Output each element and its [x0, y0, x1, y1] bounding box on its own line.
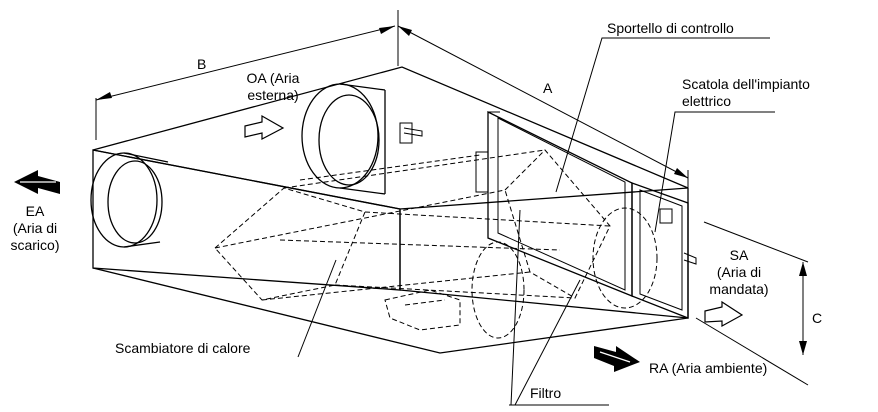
oa-arrow-icon	[244, 114, 285, 140]
heat-exchanger-hidden	[214, 149, 658, 339]
dim-c-label: C	[812, 310, 823, 326]
inspection-door	[475, 110, 633, 297]
mounting-bracket	[399, 122, 423, 144]
ea-label-line3: scarico)	[10, 237, 60, 253]
ea-label-line2: (Aria di	[12, 220, 58, 236]
scambiatore-label: Scambiatore di calore	[115, 340, 251, 356]
leader-lines	[297, 37, 775, 406]
ea-arrow-icon	[14, 170, 60, 194]
ea-label-line1: EA	[25, 203, 45, 219]
scatola-label: Scatola dell'impianto elettrico	[682, 76, 810, 110]
dimension-c	[695, 221, 809, 386]
dimension-b	[95, 10, 399, 140]
sportello-label: Sportello di controllo	[607, 20, 734, 36]
oa-duct	[301, 83, 386, 195]
scatola-label-line2: elettrico	[682, 93, 732, 109]
oa-label-line1: OA (Aria	[246, 70, 300, 86]
dim-a-label: A	[543, 80, 553, 96]
ea-duct	[90, 152, 169, 248]
ra-label: RA (Aria ambiente)	[649, 360, 768, 376]
dimension-a	[397, 25, 689, 188]
dim-b-label: B	[197, 56, 207, 72]
sa-arrow-icon	[704, 300, 744, 328]
unit-housing	[92, 66, 689, 354]
oa-label: OA (Aria esterna)	[236, 70, 310, 104]
ea-label: EA (Aria di scarico)	[4, 203, 66, 254]
scatola-label-line1: Scatola dell'impianto	[682, 76, 810, 92]
sa-label: SA (Aria di mandata)	[703, 247, 775, 298]
oa-label-line2: esterna)	[247, 87, 299, 103]
filtro-label: Filtro	[530, 385, 562, 401]
electrical-box	[631, 182, 697, 319]
ra-arrow-icon	[594, 346, 640, 372]
sa-label-line2: (Aria di	[716, 264, 762, 280]
sa-label-line1: SA	[729, 247, 749, 263]
sa-label-line3: mandata)	[709, 281, 769, 297]
